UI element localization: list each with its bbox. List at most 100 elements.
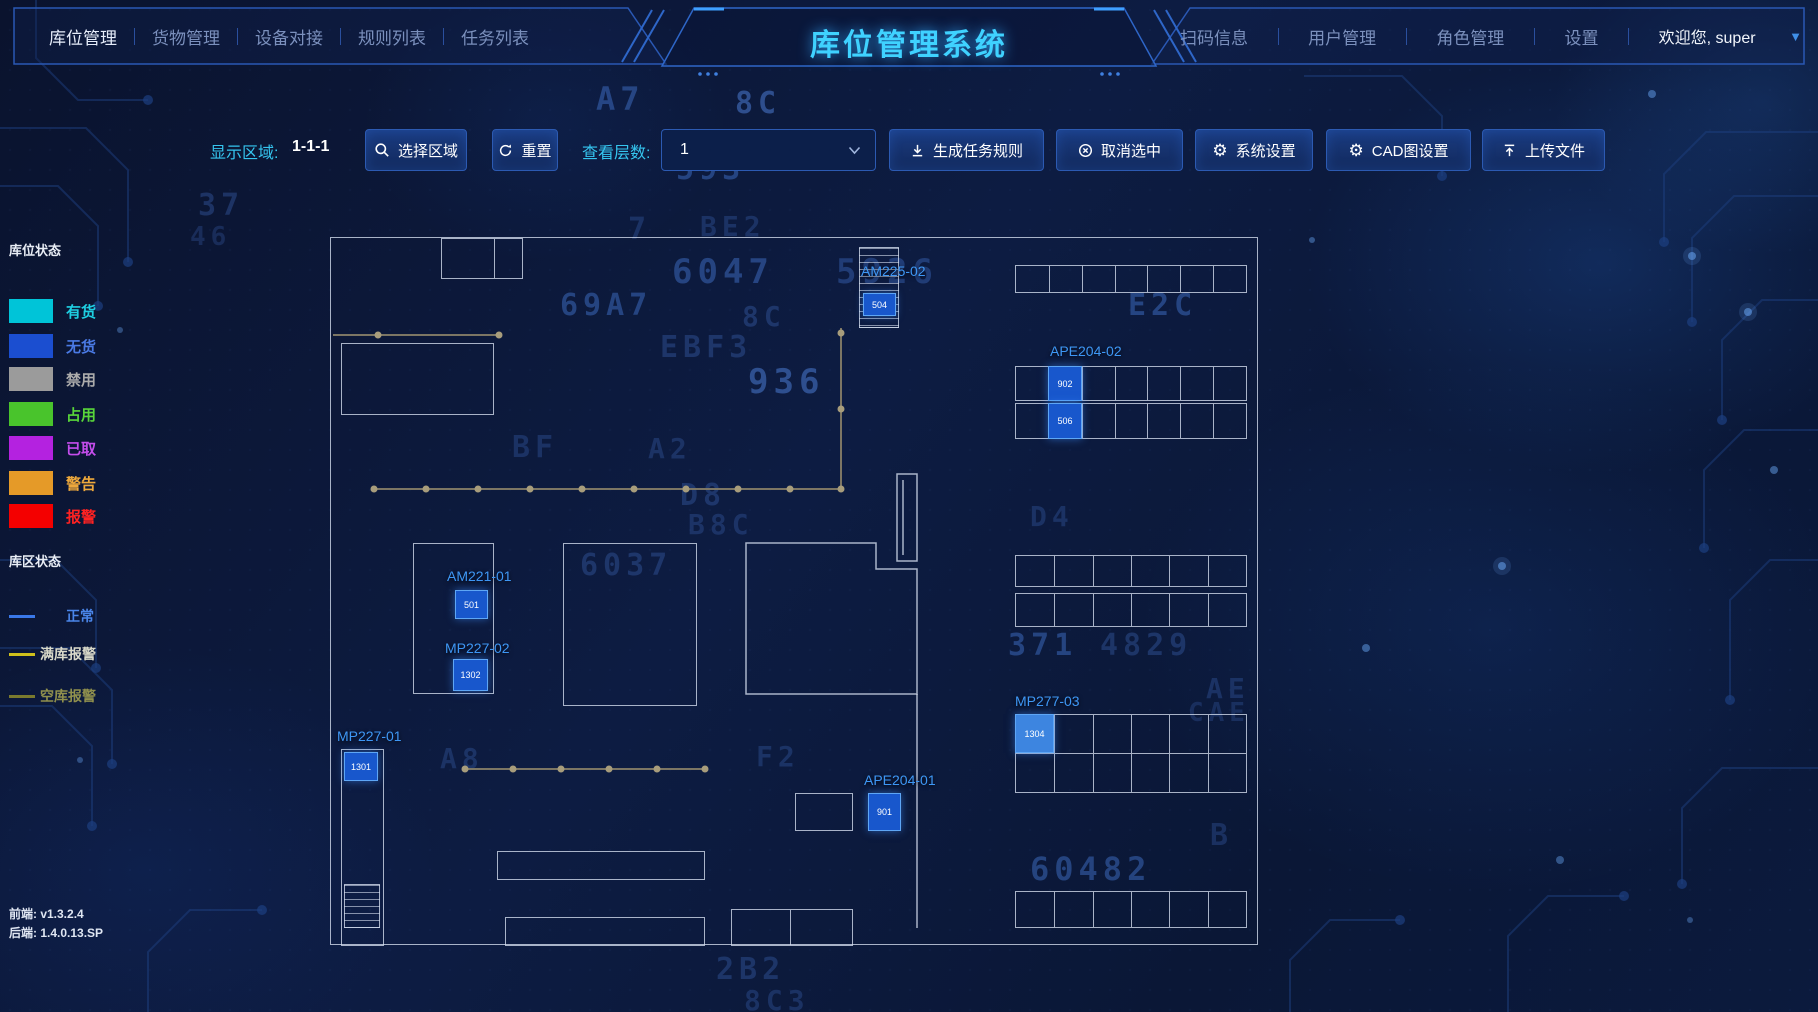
- grid-cell[interactable]: [1081, 367, 1115, 400]
- grid-cell[interactable]: [1054, 892, 1092, 927]
- location-cell-1302[interactable]: 1302: [453, 659, 488, 691]
- legend-swatch: [9, 402, 53, 426]
- grid-cell[interactable]: [1180, 404, 1213, 438]
- grid-cell[interactable]: [1081, 266, 1115, 292]
- nav-item-tasks[interactable]: 任务列表: [461, 28, 529, 48]
- grid-cell[interactable]: [1180, 266, 1213, 292]
- cad-settings-label: CAD图设置: [1371, 142, 1449, 160]
- grid-cell[interactable]: [1016, 754, 1054, 792]
- nav-item-scan-info[interactable]: 扫码信息: [1180, 28, 1248, 48]
- grid-cell[interactable]: [1169, 754, 1207, 792]
- grid-cell[interactable]: [1054, 594, 1092, 626]
- grid-cell[interactable]: [1114, 404, 1148, 438]
- grid-cell[interactable]: [1213, 404, 1246, 438]
- grid-cell[interactable]: [1207, 556, 1246, 586]
- grid-cell[interactable]: [1081, 404, 1115, 438]
- map-split-box: [731, 909, 853, 946]
- grid-cell[interactable]: [1092, 715, 1131, 754]
- legend-item-disabled: 禁用: [9, 367, 96, 391]
- legend-swatch: [9, 334, 53, 358]
- background-glyph: 8C: [742, 300, 786, 333]
- grid-cell[interactable]: [790, 910, 852, 945]
- grid-cell[interactable]: [1169, 556, 1207, 586]
- grid-cell[interactable]: [442, 239, 494, 278]
- grid-cell[interactable]: [1147, 367, 1180, 400]
- cancel-selection-button[interactable]: 取消选中: [1056, 129, 1183, 171]
- background-glyph: E2C: [1128, 288, 1198, 323]
- grid-cell[interactable]: [1169, 594, 1207, 626]
- select-area-button[interactable]: 选择区域: [365, 129, 467, 171]
- location-cell-1304[interactable]: 1304: [1015, 714, 1054, 753]
- grid-cell[interactable]: [1130, 556, 1169, 586]
- grid-cell[interactable]: [1114, 266, 1148, 292]
- grid-cell[interactable]: [1130, 892, 1169, 927]
- grid-cell[interactable]: [1054, 715, 1093, 754]
- nav-item-storage-location[interactable]: 库位管理: [49, 28, 117, 48]
- nav-item-role-management[interactable]: 角色管理: [1436, 28, 1505, 48]
- grid-cell[interactable]: [1016, 556, 1054, 586]
- grid-cell[interactable]: [1207, 594, 1246, 626]
- nav-item-device[interactable]: 设备对接: [255, 28, 323, 48]
- grid-cell[interactable]: [1054, 556, 1092, 586]
- select-area-label: 选择区域: [397, 142, 458, 160]
- nav-item-settings[interactable]: 设置: [1564, 28, 1599, 48]
- grid-cell[interactable]: [1048, 266, 1082, 292]
- cad-settings-button[interactable]: ⚙ CAD图设置: [1326, 129, 1471, 171]
- grid-cell[interactable]: [1213, 266, 1246, 292]
- upload-icon: [1504, 144, 1515, 156]
- legend-swatch: [9, 367, 53, 391]
- grid-cell[interactable]: [1130, 594, 1169, 626]
- background-glyph: 6047: [672, 252, 774, 292]
- grid-cell[interactable]: [1207, 892, 1246, 927]
- grid-cell[interactable]: [1207, 715, 1246, 754]
- grid-cell[interactable]: [1016, 404, 1049, 438]
- user-menu-caret-icon[interactable]: ▼: [1789, 28, 1802, 44]
- legend-item-zone-full-alarm: 满库报警: [9, 642, 96, 666]
- system-settings-button[interactable]: ⚙ 系统设置: [1195, 129, 1313, 171]
- grid-cell[interactable]: [1016, 594, 1054, 626]
- refresh-icon: [500, 144, 512, 156]
- grid-cell[interactable]: [1054, 754, 1092, 792]
- reset-button[interactable]: 重置: [492, 129, 558, 171]
- grid-cell[interactable]: [1147, 404, 1180, 438]
- nav-item-user-management[interactable]: 用户管理: [1308, 28, 1377, 48]
- grid-cell[interactable]: [1180, 367, 1213, 400]
- grid-cell[interactable]: [1092, 754, 1131, 792]
- grid-cell[interactable]: [1092, 556, 1131, 586]
- generate-task-rules-button[interactable]: 生成任务规则: [889, 129, 1044, 171]
- layer-select[interactable]: 1: [661, 129, 876, 171]
- location-cell-501[interactable]: 501: [455, 590, 488, 619]
- location-cell-902[interactable]: 902: [1048, 366, 1082, 401]
- floorplan-canvas[interactable]: AM225-02 APE204-02 AM221-01 MP227-02 MP2…: [330, 237, 1258, 946]
- grid-cell[interactable]: [1130, 715, 1170, 754]
- grid-cell[interactable]: [1016, 892, 1054, 927]
- nav-item-rules[interactable]: 规则列表: [358, 28, 426, 48]
- location-cell-504[interactable]: 504: [863, 293, 896, 316]
- background-glyph: 8C: [735, 86, 782, 121]
- nav-item-goods[interactable]: 货物管理: [152, 28, 220, 48]
- legend-label: 警告: [66, 475, 97, 493]
- grid-cell[interactable]: [1169, 715, 1208, 754]
- grid-cell[interactable]: [1207, 754, 1246, 792]
- grid-cell[interactable]: [1092, 594, 1131, 626]
- grid-cell[interactable]: [1092, 892, 1131, 927]
- page-title: 库位管理系统: [810, 29, 1008, 62]
- grid-cell[interactable]: [732, 910, 790, 945]
- grid-cell[interactable]: [494, 239, 522, 278]
- location-cell-506[interactable]: 506: [1048, 403, 1082, 439]
- grid-cell[interactable]: [1130, 754, 1169, 792]
- grid-cell[interactable]: [1114, 367, 1148, 400]
- grid-cell[interactable]: [1147, 266, 1180, 292]
- legend-label: 已取: [66, 440, 97, 458]
- upload-file-button[interactable]: 上传文件: [1482, 129, 1605, 171]
- grid-cell[interactable]: [1169, 892, 1207, 927]
- frontend-version: 前端: v1.3.2.4: [9, 907, 84, 921]
- rack-label: APE204-02: [1050, 343, 1122, 359]
- grid-cell[interactable]: [1213, 367, 1246, 400]
- location-cell-901[interactable]: 901: [868, 793, 901, 831]
- grid-cell[interactable]: [1016, 715, 1055, 754]
- location-cell-1301[interactable]: 1301: [344, 752, 378, 781]
- grid-cell[interactable]: [1016, 266, 1049, 292]
- grid-cell[interactable]: [1016, 367, 1049, 400]
